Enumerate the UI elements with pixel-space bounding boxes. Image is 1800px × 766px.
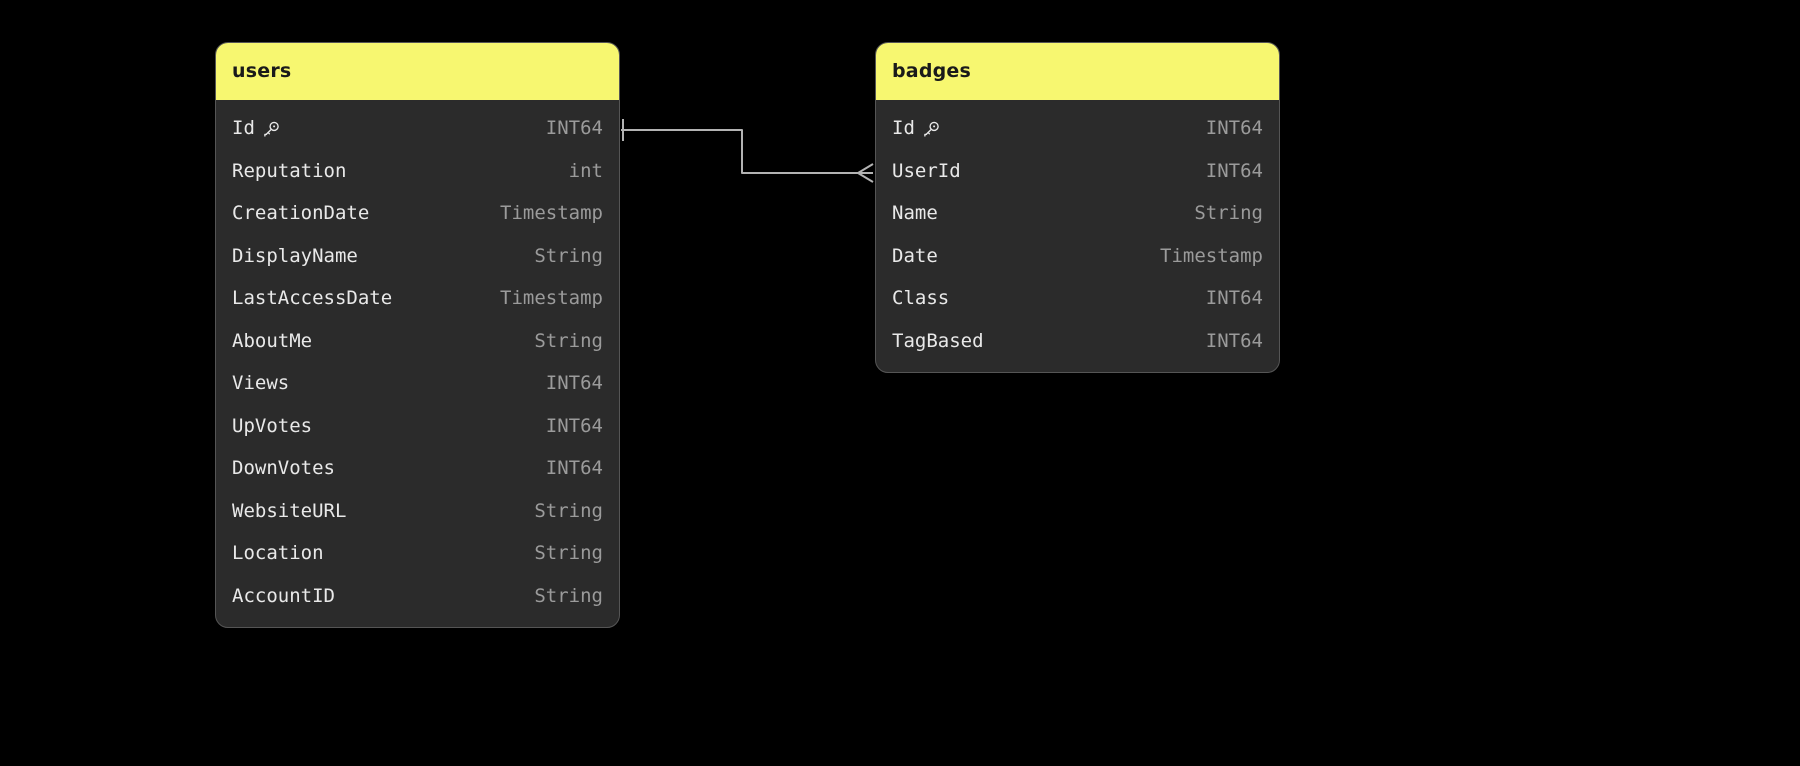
field-type: INT64 (545, 414, 603, 437)
field-type: int (568, 159, 603, 182)
entity-title: users (232, 60, 292, 82)
entity-header-badges[interactable]: badges (876, 43, 1279, 100)
entity-title: badges (892, 60, 972, 82)
field-type: String (534, 244, 603, 267)
field-type: INT64 (1205, 117, 1263, 140)
field-name: Id (892, 117, 915, 140)
field-row[interactable]: LastAccessDate Timestamp (216, 277, 619, 320)
field-name: TagBased (892, 329, 984, 352)
field-row[interactable]: Id INT64 (876, 107, 1279, 150)
relationship-line (621, 129, 873, 174)
entity-header-users[interactable]: users (216, 43, 619, 100)
field-type: String (534, 499, 603, 522)
field-name: DownVotes (232, 457, 335, 480)
field-name: Name (892, 202, 938, 225)
field-type: Timestamp (1160, 244, 1263, 267)
field-row[interactable]: UpVotes INT64 (216, 405, 619, 448)
field-type: INT64 (1205, 287, 1263, 310)
field-type: INT64 (545, 372, 603, 395)
field-row[interactable]: CreationDate Timestamp (216, 192, 619, 235)
field-name: AboutMe (232, 329, 313, 352)
field-name: LastAccessDate (232, 287, 393, 310)
field-row[interactable]: DisplayName String (216, 235, 619, 278)
field-type: String (534, 329, 603, 352)
field-name: Reputation (232, 159, 347, 182)
field-name: AccountID (232, 584, 335, 607)
field-type: String (1194, 202, 1263, 225)
field-row[interactable]: Views INT64 (216, 362, 619, 405)
field-name: CreationDate (232, 202, 370, 225)
field-type: INT64 (1205, 329, 1263, 352)
field-type: INT64 (1205, 159, 1263, 182)
field-row[interactable]: Date Timestamp (876, 235, 1279, 278)
field-row[interactable]: Name String (876, 192, 1279, 235)
field-type: String (534, 542, 603, 565)
field-row[interactable]: TagBased INT64 (876, 320, 1279, 363)
field-row[interactable]: Location String (216, 532, 619, 575)
field-name: DisplayName (232, 244, 358, 267)
field-row[interactable]: WebsiteURL String (216, 490, 619, 533)
field-row[interactable]: Id INT64 (216, 107, 619, 150)
field-row[interactable]: Reputation int (216, 150, 619, 193)
field-row[interactable]: UserId INT64 (876, 150, 1279, 193)
cardinality-many-marker (857, 163, 874, 183)
key-icon (263, 121, 280, 138)
field-name: Views (232, 372, 290, 395)
field-row[interactable]: AccountID String (216, 575, 619, 618)
field-name: UserId (892, 159, 961, 182)
field-type: INT64 (545, 457, 603, 480)
field-type: String (534, 584, 603, 607)
field-name: Location (232, 542, 324, 565)
field-name: Id (232, 117, 255, 140)
field-row[interactable]: AboutMe String (216, 320, 619, 363)
field-name: Class (892, 287, 950, 310)
field-name: WebsiteURL (232, 499, 347, 522)
field-name: UpVotes (232, 414, 313, 437)
field-type: INT64 (545, 117, 603, 140)
field-type: Timestamp (500, 287, 603, 310)
field-row[interactable]: Class INT64 (876, 277, 1279, 320)
field-type: Timestamp (500, 202, 603, 225)
field-name: Date (892, 244, 938, 267)
field-row[interactable]: DownVotes INT64 (216, 447, 619, 490)
key-icon (923, 121, 940, 138)
